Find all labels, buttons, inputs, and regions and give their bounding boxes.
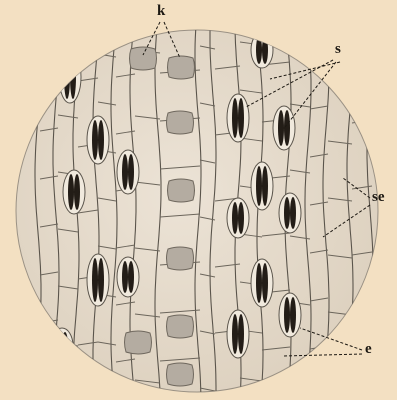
- cross-wall: [40, 80, 58, 83]
- stoma: [279, 193, 301, 233]
- stoma: [87, 116, 109, 164]
- crystal-cell: [168, 179, 195, 202]
- stoma: [117, 257, 139, 297]
- cross-wall: [58, 58, 78, 61]
- crystal-cell: [167, 111, 194, 134]
- cross-wall: [352, 384, 372, 387]
- label-e: e: [365, 342, 372, 357]
- label-k: k: [157, 4, 165, 19]
- stoma: [227, 310, 249, 358]
- crystal-cell: [167, 363, 194, 386]
- stoma: [87, 254, 109, 306]
- cross-wall: [310, 58, 328, 61]
- cross-wall: [40, 32, 58, 35]
- cross-wall: [98, 390, 116, 393]
- stoma: [251, 32, 273, 68]
- stoma: [251, 259, 273, 307]
- cross-wall: [352, 54, 372, 57]
- stoma: [51, 328, 73, 364]
- cross-wall: [352, 318, 372, 321]
- label-se: se: [372, 190, 385, 205]
- stoma: [279, 293, 301, 337]
- crystal-cell: [168, 56, 195, 79]
- stoma: [117, 150, 139, 194]
- cross-wall: [290, 368, 310, 371]
- crystal-cell: [167, 247, 194, 270]
- cross-wall: [290, 38, 310, 41]
- cross-wall: [328, 369, 352, 372]
- label-s: s: [335, 42, 341, 57]
- stoma: [251, 162, 273, 210]
- stoma: [227, 94, 249, 142]
- crystal-cell: [130, 47, 157, 70]
- cross-wall: [328, 84, 352, 87]
- stoma: [273, 106, 295, 150]
- stoma: [63, 170, 85, 214]
- crystal-cell: [167, 315, 194, 338]
- stoma: [227, 198, 249, 238]
- crystal-cell: [125, 331, 152, 354]
- cross-wall: [40, 368, 58, 371]
- stoma: [59, 51, 81, 103]
